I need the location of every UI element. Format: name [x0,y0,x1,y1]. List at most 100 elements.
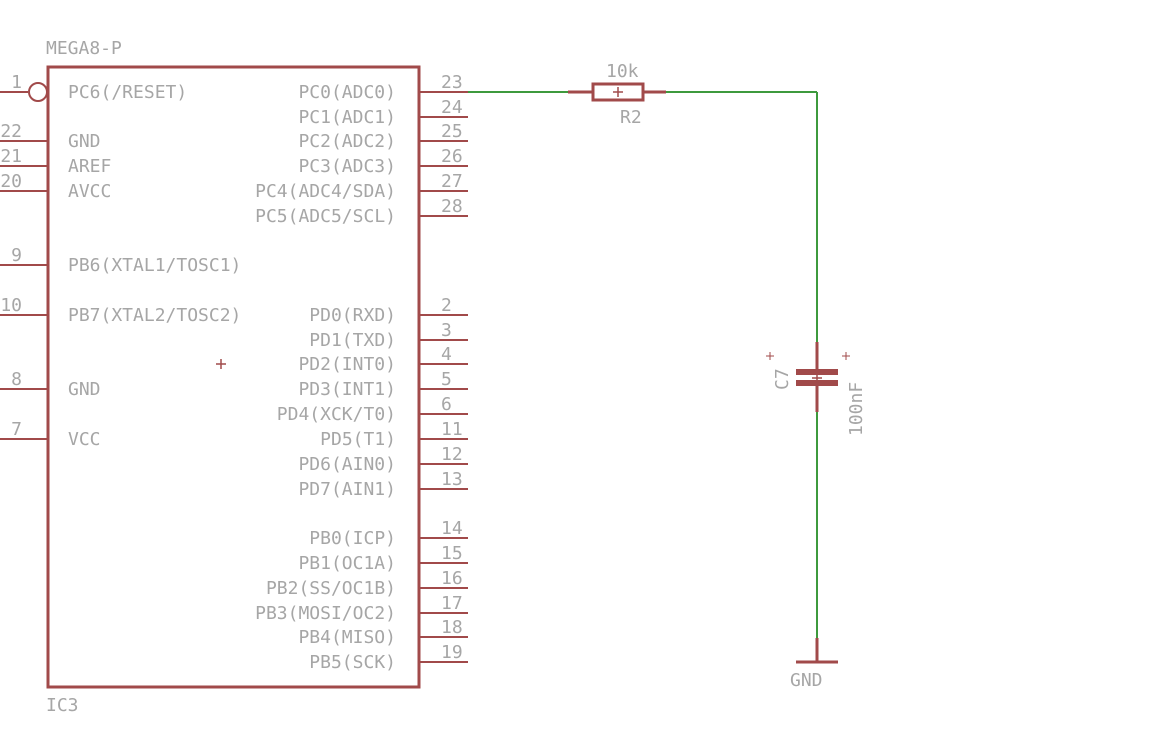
pin-inverted-bubble-icon [28,82,48,102]
pin-label: PD0(RXD) [309,305,396,326]
pin-number: 3 [441,320,452,341]
ic-ref-label: IC3 [46,695,79,716]
pin-number: 6 [441,394,452,415]
pin-number: 27 [441,171,463,192]
pin-label: PC3(ADC3) [298,156,396,177]
r2-ref-label: R2 [620,107,642,128]
ic-pin-2[interactable]: 2 PD0(RXD) [309,295,468,326]
pin-label: PD4(XCK/T0) [277,404,396,425]
ic-pin-25[interactable]: 25 PC2(ADC2) [298,121,468,152]
pin-label: PB6(XTAL1/TOSC1) [68,255,241,276]
pin-label: PD1(TXD) [309,330,396,351]
pin-number: 12 [441,444,463,465]
ic-pin-5[interactable]: 5 PD3(INT1) [298,369,468,400]
pin-number: 8 [11,369,22,390]
pin-label: PC5(ADC5/SCL) [255,206,396,227]
ic-pin-4[interactable]: 4 PD2(INT0) [298,344,468,375]
ic-pin-1[interactable]: 1 PC6(/RESET) [0,72,187,103]
resistor-r2[interactable]: 10k R2 [568,61,666,128]
pin-number: 7 [11,419,22,440]
ic-pin-12[interactable]: 12 PD6(AIN0) [298,444,468,475]
pin-number: 14 [441,518,463,539]
ic-pin-22[interactable]: 22 GND [0,121,101,152]
pin-label: VCC [68,429,101,450]
pin-number: 19 [441,642,463,663]
pin-label: PB0(ICP) [309,528,396,549]
pin-number: 16 [441,568,463,589]
pin-number: 26 [441,146,463,167]
ic-body [46,65,421,689]
pin-number: 22 [0,121,22,142]
pin-number: 28 [441,196,463,217]
ic-pin-18[interactable]: 18 PB4(MISO) [298,617,468,648]
pin-label: PD6(AIN0) [298,454,396,475]
ic-name-label: MEGA8-P [46,38,122,59]
pin-label: PD5(T1) [320,429,396,450]
pin-number: 15 [441,543,463,564]
pin-number: 24 [441,97,463,118]
ic-pin-14[interactable]: 14 PB0(ICP) [309,518,468,549]
ic-right-pins: 23PC0(ADC0)24PC1(ADC1)25PC2(ADC2)26PC3(A… [255,72,468,673]
pin-label: PC6(/RESET) [68,82,187,103]
ic-pin-6[interactable]: 6 PD4(XCK/T0) [277,394,468,425]
pin-label: PB3(MOSI/OC2) [255,603,396,624]
pin-number: 5 [441,369,452,390]
pin-label: PB5(SCK) [309,652,396,673]
pin-number: 17 [441,593,463,614]
pin-number: 21 [0,146,22,167]
pin-number: 10 [0,295,22,316]
pin-label: PC1(ADC1) [298,107,396,128]
ic-pin-15[interactable]: 15 PB1(OC1A) [298,543,468,574]
pin-label: PB1(OC1A) [298,553,396,574]
ic-pin-7[interactable]: 7 VCC [0,419,101,450]
pin-label: PD2(INT0) [298,354,396,375]
pin-label: PC4(ADC4/SDA) [255,181,396,202]
pin-label: PC2(ADC2) [298,131,396,152]
ground-symbol[interactable]: GND [790,638,838,691]
ic-pin-3[interactable]: 3 PD1(TXD) [309,320,468,351]
pin-label: GND [68,131,101,152]
ic-pin-9[interactable]: 9 PB6(XTAL1/TOSC1) [0,245,241,276]
ic-pin-27[interactable]: 27 PC4(ADC4/SDA) [255,171,468,202]
ic-pin-26[interactable]: 26 PC3(ADC3) [298,146,468,177]
net-wires [468,91,818,638]
pin-number: 13 [441,469,463,490]
pin-label: PB4(MISO) [298,627,396,648]
pin-number: 1 [11,72,22,93]
pin-number: 4 [441,344,452,365]
ic-pin-19[interactable]: 19 PB5(SCK) [309,642,468,673]
pin-label: AVCC [68,181,111,202]
pin-number: 11 [441,419,463,440]
ic-pin-13[interactable]: 13 PD7(AIN1) [298,469,468,500]
pin-label: PB2(SS/OC1B) [266,578,396,599]
capacitor-c7[interactable]: C7 100nF [766,342,867,436]
pin-label: PB7(XTAL2/TOSC2) [68,305,241,326]
ic-pin-17[interactable]: 17 PB3(MOSI/OC2) [255,593,468,624]
c7-ref-label: C7 [772,368,793,390]
pin-number: 23 [441,72,463,93]
ic-pin-11[interactable]: 11 PD5(T1) [320,419,468,450]
ic-pin-21[interactable]: 21 AREF [0,146,111,177]
gnd-label: GND [790,670,823,691]
ic-pin-23[interactable]: 23 PC0(ADC0) [298,72,468,103]
ic-pin-10[interactable]: 10 PB7(XTAL2/TOSC2) [0,295,241,326]
pin-label: AREF [68,156,111,177]
ic-pin-28[interactable]: 28 PC5(ADC5/SCL) [255,196,468,227]
pin-number: 25 [441,121,463,142]
c7-value-label: 100nF [846,382,867,436]
ic-pin-16[interactable]: 16 PB2(SS/OC1B) [266,568,468,599]
r2-value-label: 10k [606,61,639,82]
ic-pin-8[interactable]: 8 GND [0,369,101,400]
pin-label: PD7(AIN1) [298,479,396,500]
ic-pin-24[interactable]: 24 PC1(ADC1) [298,97,468,128]
pin-number: 18 [441,617,463,638]
pin-number: 9 [11,245,22,266]
pin-label: GND [68,379,101,400]
pin-number: 2 [441,295,452,316]
pin-label: PC0(ADC0) [298,82,396,103]
pin-label: PD3(INT1) [298,379,396,400]
